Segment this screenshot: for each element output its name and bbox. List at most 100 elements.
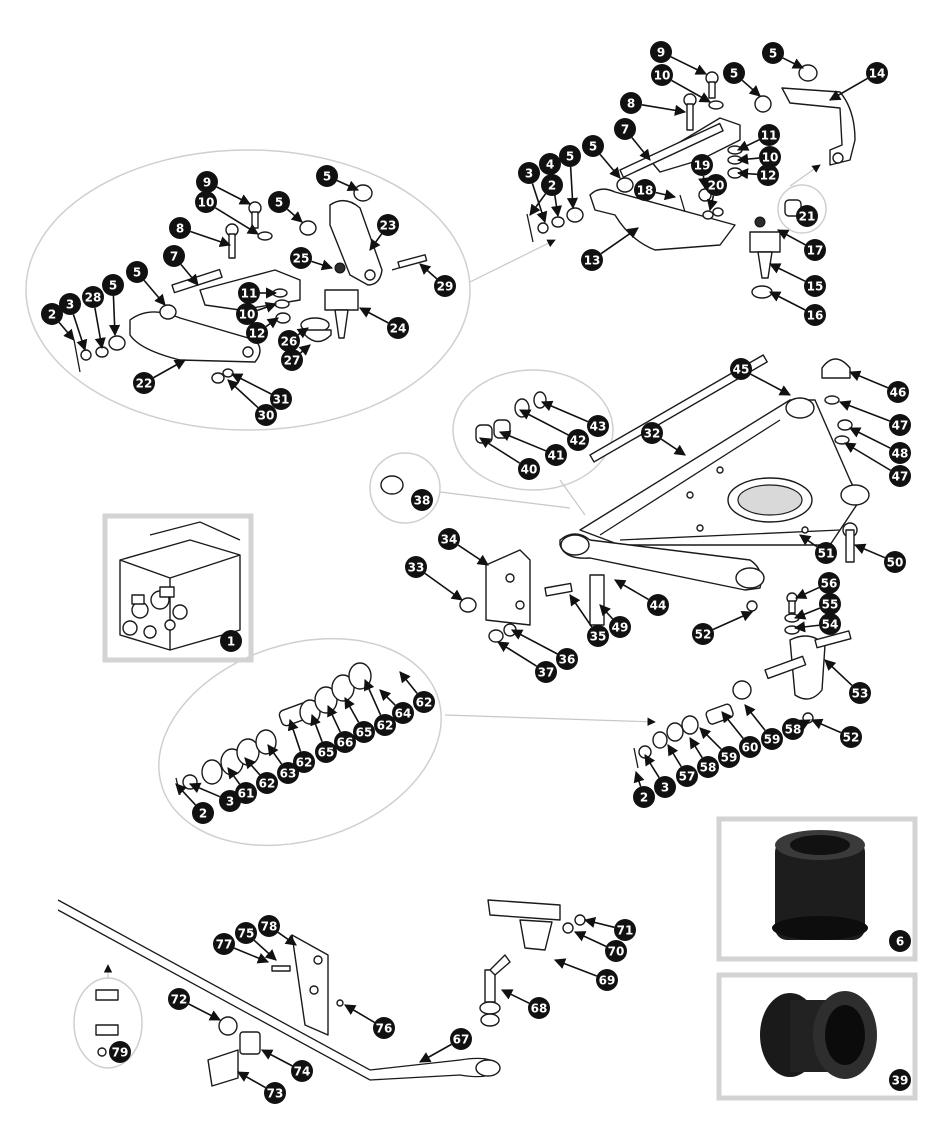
callout-badge-circle xyxy=(238,282,260,304)
callout-badge-59: 59 xyxy=(761,728,783,750)
callout-badge-circle xyxy=(840,726,862,748)
callout-label-10: 10 xyxy=(198,196,215,210)
callout-label-62: 62 xyxy=(259,777,276,791)
callout-badge-circle xyxy=(596,969,618,991)
leader-line-3 xyxy=(644,754,660,779)
leader-line-32 xyxy=(660,438,686,456)
callout-label-9: 9 xyxy=(203,176,211,190)
callout-badge-circle xyxy=(163,245,185,267)
callout-label-79: 79 xyxy=(112,1046,129,1060)
leader-line-49 xyxy=(599,604,614,620)
callout-badge-2: 2 xyxy=(41,303,63,325)
detail-bubble-bush-38 xyxy=(369,452,441,524)
callout-badge-circle xyxy=(692,623,714,645)
callout-badge-36: 36 xyxy=(556,648,578,670)
callout-badge-35: 35 xyxy=(587,625,609,647)
callout-badge-58: 58 xyxy=(782,718,804,740)
callout-badge-circle xyxy=(819,613,841,635)
callout-badge-7: 7 xyxy=(163,245,185,267)
callout-badge-49: 49 xyxy=(609,616,631,638)
callout-badge-circle xyxy=(168,988,190,1010)
leader-line-48 xyxy=(848,427,891,449)
callout-badge-20: 20 xyxy=(705,174,727,196)
leader-line-75 xyxy=(253,939,277,961)
leader-line-62 xyxy=(363,678,382,716)
callout-badge-54: 54 xyxy=(819,613,841,635)
callout-badge-32: 32 xyxy=(641,422,663,444)
callout-badge-circle xyxy=(196,171,218,193)
leader-line-73 xyxy=(237,1071,266,1089)
callout-badge-circle xyxy=(556,648,578,670)
callout-label-29: 29 xyxy=(437,280,454,294)
leader-line-5 xyxy=(741,79,761,97)
callout-badge-circle xyxy=(757,164,779,186)
callout-badge-circle xyxy=(889,414,911,436)
callout-badge-circle xyxy=(889,930,911,952)
callout-label-50: 50 xyxy=(887,556,904,570)
callout-badge-50: 50 xyxy=(884,551,906,573)
callout-badge-circle xyxy=(676,765,698,787)
callout-label-19: 19 xyxy=(694,159,711,173)
callout-label-20: 20 xyxy=(708,179,725,193)
photo-frame-39 xyxy=(716,972,918,1101)
callout-badge-circle xyxy=(413,691,435,713)
callout-badge-circle xyxy=(654,776,676,798)
callout-badge-circle xyxy=(633,786,655,808)
callout-badge-circle xyxy=(697,756,719,778)
callout-label-37: 37 xyxy=(538,666,555,680)
leader-line-3 xyxy=(72,314,88,352)
leader-line-2 xyxy=(529,193,547,216)
callout-label-55: 55 xyxy=(822,598,839,612)
callout-badge-circle xyxy=(192,802,214,824)
leader-line-35 xyxy=(569,594,593,628)
leader-line-30 xyxy=(227,379,259,409)
callout-badge-circle xyxy=(450,1028,472,1050)
callout-badge-26: 26 xyxy=(278,330,300,352)
leader-line-76 xyxy=(344,1004,375,1024)
callout-label-38: 38 xyxy=(414,494,431,508)
callout-label-7: 7 xyxy=(621,123,629,137)
leader-line-62 xyxy=(287,718,302,752)
callout-badge-59: 59 xyxy=(718,746,740,768)
leader-line-11 xyxy=(736,139,760,151)
callout-label-1: 1 xyxy=(227,635,235,649)
leader-line-19 xyxy=(698,175,710,190)
callout-label-65: 65 xyxy=(318,746,335,760)
callout-badge-27: 27 xyxy=(281,349,303,371)
leader-line-5 xyxy=(599,153,621,179)
callout-label-62: 62 xyxy=(416,696,433,710)
callout-badge-73: 73 xyxy=(264,1082,286,1104)
callout-badge-circle xyxy=(761,728,783,750)
callout-badge-34: 34 xyxy=(438,528,460,550)
callout-label-57: 57 xyxy=(679,770,696,784)
callout-badge-circle xyxy=(804,239,826,261)
callout-badge-circle xyxy=(718,746,740,768)
callout-badge-46: 46 xyxy=(887,381,909,403)
callout-badge-circle xyxy=(539,153,561,175)
callout-label-71: 71 xyxy=(617,924,634,938)
callout-badge-11: 11 xyxy=(238,282,260,304)
callout-badge-9: 9 xyxy=(196,171,218,193)
callout-badge-circle xyxy=(759,146,781,168)
callout-badge-21: 21 xyxy=(796,205,818,227)
callout-badge-circle xyxy=(291,1060,313,1082)
leader-line-2 xyxy=(633,770,645,787)
callout-badge-11: 11 xyxy=(758,124,780,146)
leader-line-72 xyxy=(188,1003,221,1021)
callout-label-78: 78 xyxy=(261,920,278,934)
callout-badge-circle xyxy=(264,1082,286,1104)
callout-label-64: 64 xyxy=(395,707,412,721)
leader-line-65 xyxy=(344,697,360,723)
upper-front-suspension-parts xyxy=(526,64,856,299)
leader-line-77 xyxy=(233,947,270,964)
callout-badge-57: 57 xyxy=(676,765,698,787)
callout-label-14: 14 xyxy=(869,67,886,81)
callout-badge-circle xyxy=(41,303,63,325)
callout-badge-circle xyxy=(609,616,631,638)
callout-label-53: 53 xyxy=(852,687,869,701)
callout-label-61: 61 xyxy=(238,787,255,801)
callout-badge-circle xyxy=(819,593,841,615)
callout-label-58: 58 xyxy=(785,723,802,737)
callout-badge-65: 65 xyxy=(315,741,337,763)
callout-badge-55: 55 xyxy=(819,593,841,615)
